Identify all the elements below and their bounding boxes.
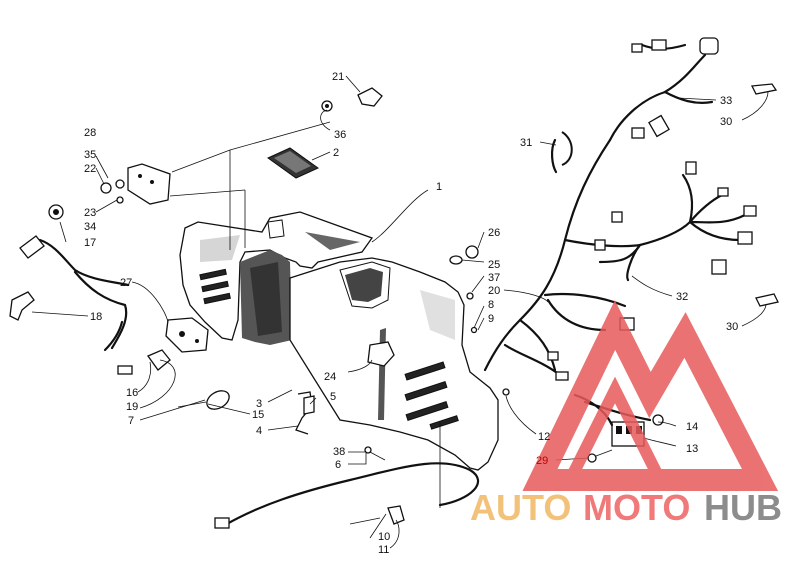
callout-37: 37 xyxy=(488,272,500,284)
callout-11: 11 xyxy=(378,544,389,556)
callout-26: 26 xyxy=(488,227,500,239)
callout-34: 34 xyxy=(84,221,96,233)
bolt-6 xyxy=(364,446,386,461)
callout-38: 38 xyxy=(333,446,345,458)
callout-9: 9 xyxy=(488,313,494,325)
callout-4: 4 xyxy=(256,425,262,437)
decal-plate xyxy=(267,147,319,179)
throttle-cable xyxy=(19,204,130,352)
callout-29: 29 xyxy=(536,455,548,467)
watermark-logo xyxy=(522,300,779,491)
callout-30-top: 30 xyxy=(720,116,732,128)
callout-14: 14 xyxy=(686,421,698,433)
screw-12 xyxy=(502,388,510,396)
bracket-4 xyxy=(295,391,315,435)
callout-25: 25 xyxy=(488,259,500,271)
callout-5: 5 xyxy=(330,391,336,403)
mounting-plate xyxy=(165,317,209,353)
callout-30-bottom: 30 xyxy=(726,321,738,333)
callout-18: 18 xyxy=(90,311,102,323)
callout-22: 22 xyxy=(84,163,96,175)
decal-panel xyxy=(127,163,171,205)
callout-23: 23 xyxy=(84,207,96,219)
callout-28: 28 xyxy=(84,127,96,139)
watermark-text: AUTO MOTO HUB xyxy=(470,487,782,528)
callout-10: 10 xyxy=(378,531,390,543)
callout-36: 36 xyxy=(334,129,346,141)
ground-cable xyxy=(214,462,479,529)
light-lens-7 xyxy=(177,390,230,410)
callout-21: 21 xyxy=(332,71,344,83)
callout-6: 6 xyxy=(335,459,341,471)
fuse-30b xyxy=(755,293,779,307)
callout-12: 12 xyxy=(538,431,550,443)
callout-27: 27 xyxy=(120,277,132,289)
screw-8 xyxy=(470,326,478,334)
leader-lines xyxy=(31,75,769,549)
wiring-harness xyxy=(483,37,757,381)
grommet-25 xyxy=(449,255,463,265)
nut-35 xyxy=(100,182,112,194)
callout-35: 35 xyxy=(84,149,96,161)
callout-24: 24 xyxy=(324,371,336,383)
callout-20: 20 xyxy=(488,285,500,297)
callout-32: 32 xyxy=(676,291,688,303)
callout-19: 19 xyxy=(126,401,138,413)
nut-26 xyxy=(465,245,479,259)
watermark-auto: AUTO xyxy=(470,487,571,528)
callout-17: 17 xyxy=(84,237,96,249)
callout-16: 16 xyxy=(126,387,138,399)
callout-3: 3 xyxy=(256,398,262,410)
console-housing xyxy=(179,211,499,471)
watermark-hub: HUB xyxy=(704,487,782,528)
callout-1: 1 xyxy=(436,181,442,193)
ignition-key xyxy=(9,291,35,321)
callout-15: 15 xyxy=(252,409,264,421)
callout-8: 8 xyxy=(488,299,494,311)
callout-31: 31 xyxy=(520,137,532,149)
switch-21 xyxy=(321,87,383,112)
callout-2: 2 xyxy=(333,147,339,159)
callout-7: 7 xyxy=(128,415,134,427)
callout-33: 33 xyxy=(720,95,732,107)
watermark-moto: MOTO xyxy=(583,487,690,528)
callout-labels: 1 2 3 4 5 6 7 8 9 10 11 12 13 14 15 16 1… xyxy=(84,71,738,556)
callout-13: 13 xyxy=(686,443,698,455)
bolt-29 xyxy=(587,449,613,463)
screw-37 xyxy=(466,292,474,300)
switch-16 xyxy=(117,349,171,375)
fuse-30a xyxy=(750,83,778,95)
washer-22 xyxy=(115,179,125,189)
washer-23 xyxy=(116,196,124,204)
